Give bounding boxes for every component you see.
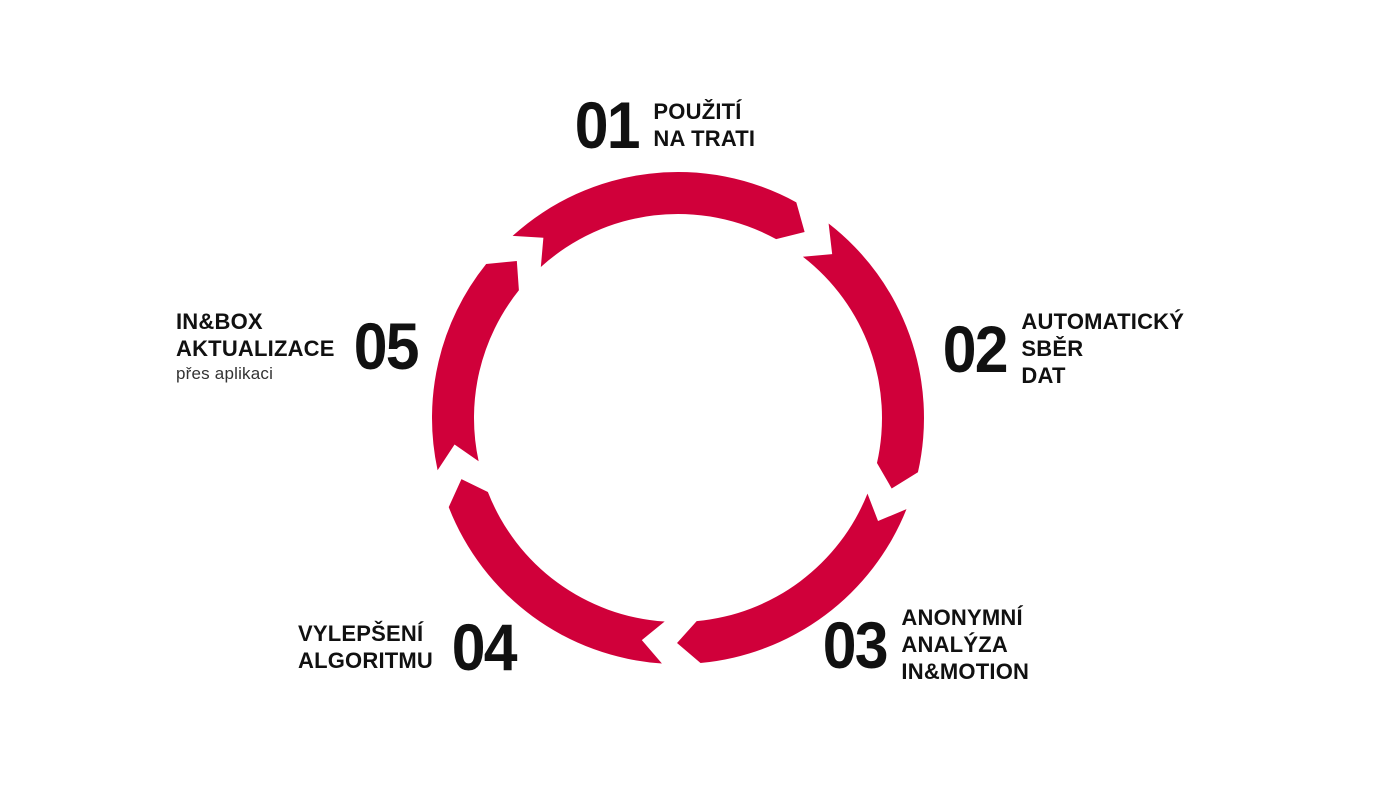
step-number: 04 [451, 610, 518, 684]
step-label-line: ANONYMNÍ [901, 605, 1023, 630]
step-label-line: SBĚR [1021, 336, 1084, 361]
cycle-arrow-segment [512, 172, 805, 267]
step-label-line: DAT [1021, 363, 1066, 388]
step-label-line: AUTOMATICKÝ [1021, 309, 1185, 334]
step-05: IN&BOX AKTUALIZACE přes aplikaci 05 [176, 308, 420, 384]
step-02: 02 AUTOMATICKÝ SBĚR DAT [940, 308, 1184, 389]
step-number: 02 [942, 311, 1009, 386]
step-label-line: IN&BOX [176, 309, 263, 334]
step-label: POUŽITÍ NA TRATI [653, 98, 755, 152]
step-label-line: AKTUALIZACE [176, 336, 335, 361]
step-label-line: NA TRATI [653, 126, 756, 151]
step-number: 05 [353, 309, 419, 383]
step-01: 01 POUŽITÍ NA TRATI [572, 92, 755, 158]
step-label-line: VYLEPŠENÍ [298, 621, 424, 646]
step-label: VYLEPŠENÍ ALGORITMU [298, 620, 433, 674]
step-label: ANONYMNÍ ANALÝZA IN&MOTION [901, 604, 1029, 685]
step-label-line: ANALÝZA [901, 632, 1008, 657]
cycle-arrow-segment [431, 261, 519, 471]
step-label: AUTOMATICKÝ SBĚR DAT [1021, 308, 1184, 389]
step-label-line: POUŽITÍ [653, 99, 742, 124]
step-number: 03 [822, 607, 889, 682]
cycle-arrow-segment [677, 493, 907, 663]
cycle-arrow-segment [802, 223, 924, 489]
step-sublabel: přes aplikaci [176, 364, 274, 383]
step-label: IN&BOX AKTUALIZACE přes aplikaci [176, 308, 335, 384]
cycle-arrow-segment [448, 479, 665, 664]
step-label-line: IN&MOTION [901, 659, 1030, 684]
step-04: VYLEPŠENÍ ALGORITMU 04 [298, 614, 518, 680]
step-label-line: ALGORITMU [298, 648, 434, 673]
step-03: 03 ANONYMNÍ ANALÝZA IN&MOTION [820, 604, 1029, 685]
step-number: 01 [574, 88, 641, 162]
